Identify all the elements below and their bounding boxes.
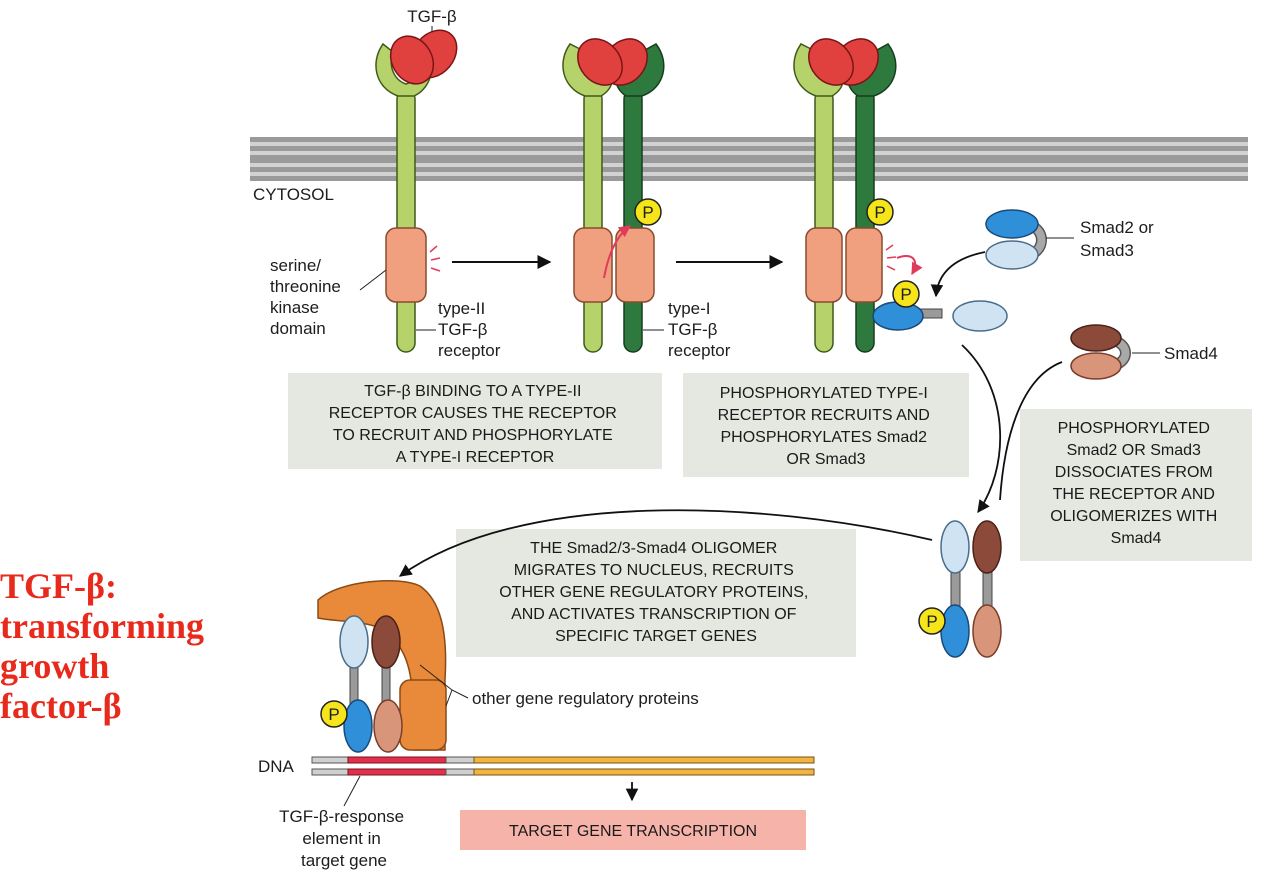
side-title-line-1: TGF-β:: [0, 566, 117, 606]
dna-label: DNA: [258, 757, 295, 776]
ligand-label-group: TGF-β: [407, 7, 457, 32]
phosphate-badge-2: P: [634, 198, 662, 226]
smad-dissociation-arrow: [961, 344, 1002, 514]
type1-receptor-label: type-I TGF-β receptor: [668, 299, 731, 360]
smad4-free: [1070, 324, 1131, 380]
side-title: TGF-β: transforming growth factor-β: [0, 566, 270, 726]
transcription-text: TARGET GENE TRANSCRIPTION: [509, 823, 757, 840]
type1-receptor: [615, 43, 665, 353]
type2-receptor-label: type-II TGF-β receptor: [438, 299, 501, 360]
phosphate-label: P: [874, 203, 885, 222]
smad-oligomer: P: [918, 520, 1002, 658]
phosphate-label: P: [328, 705, 339, 724]
step3-box: PHOSPHORYLATED Smad2 OR Smad3 DISSOCIATE…: [1020, 409, 1252, 561]
transcription-box: TARGET GENE TRANSCRIPTION: [460, 810, 806, 850]
tgf-beta-ligand-free: [389, 29, 458, 85]
kinase-activity-spark: [885, 244, 897, 271]
smad-phosphorylation-arrow: [896, 255, 923, 276]
side-title-line-3: growth: [0, 646, 110, 686]
tgf-beta-ligand-bound: [577, 38, 648, 86]
phosphate-label: P: [900, 285, 911, 304]
step2-text: PHOSPHORYLATED TYPE-I RECEPTOR RECRUITS …: [718, 385, 935, 468]
tgf-beta-label: TGF-β: [407, 7, 457, 26]
step3-text: PHOSPHORYLATED Smad2 OR Smad3 DISSOCIATE…: [1050, 420, 1222, 547]
kinase-domain-label: serine/ threonine kinase domain: [270, 256, 346, 338]
step4-text: THE Smad2/3-Smad4 OLIGOMER MIGRATES TO N…: [499, 540, 813, 645]
tgf-beta-ligand-complex: [808, 38, 879, 86]
type2-receptor-bound: [562, 43, 613, 353]
type2-receptor-unbound: [375, 42, 433, 353]
regulatory-proteins-label: other gene regulatory proteins: [472, 689, 699, 708]
side-title-line-2: transforming: [0, 606, 204, 646]
smad23-free: [985, 209, 1047, 270]
side-title-line-4: factor-β: [0, 686, 122, 726]
cytosol-label: CYTOSOL: [253, 185, 334, 204]
type2-receptor-complex: [793, 43, 844, 353]
dna: [311, 756, 815, 776]
step2-box: PHOSPHORYLATED TYPE-I RECEPTOR RECRUITS …: [683, 373, 969, 477]
phosphate-badge-3: P: [866, 198, 894, 226]
step1-box: TGF-β BINDING TO A TYPE-II RECEPTOR CAUS…: [288, 373, 662, 469]
nuclear-complex: P: [317, 579, 447, 753]
smad23-bound-to-receptor: P: [872, 280, 1008, 332]
regulatory-proteins-leader: [419, 664, 469, 707]
plasma-membrane: [250, 137, 1248, 181]
nuclear-migration-arrow: [398, 509, 933, 577]
kinase-activity-spark: [429, 245, 441, 272]
response-element-leader: [343, 775, 361, 807]
smad4-label: Smad4: [1164, 344, 1218, 363]
phosphate-label: P: [926, 612, 937, 631]
smad4-join-arrow: [999, 361, 1063, 501]
kinase-leader: [359, 269, 387, 291]
phosphate-label: P: [642, 203, 653, 222]
step4-box: THE Smad2/3-Smad4 OLIGOMER MIGRATES TO N…: [456, 529, 856, 657]
smad23-recruit-arrow: [930, 251, 986, 298]
phosphorylation-arrow: [603, 225, 631, 279]
smad23-label: Smad2 or Smad3: [1080, 218, 1158, 260]
response-element-label: TGF-β-response element in target gene: [279, 807, 409, 870]
step1-text: TGF-β BINDING TO A TYPE-II RECEPTOR CAUS…: [329, 383, 622, 466]
